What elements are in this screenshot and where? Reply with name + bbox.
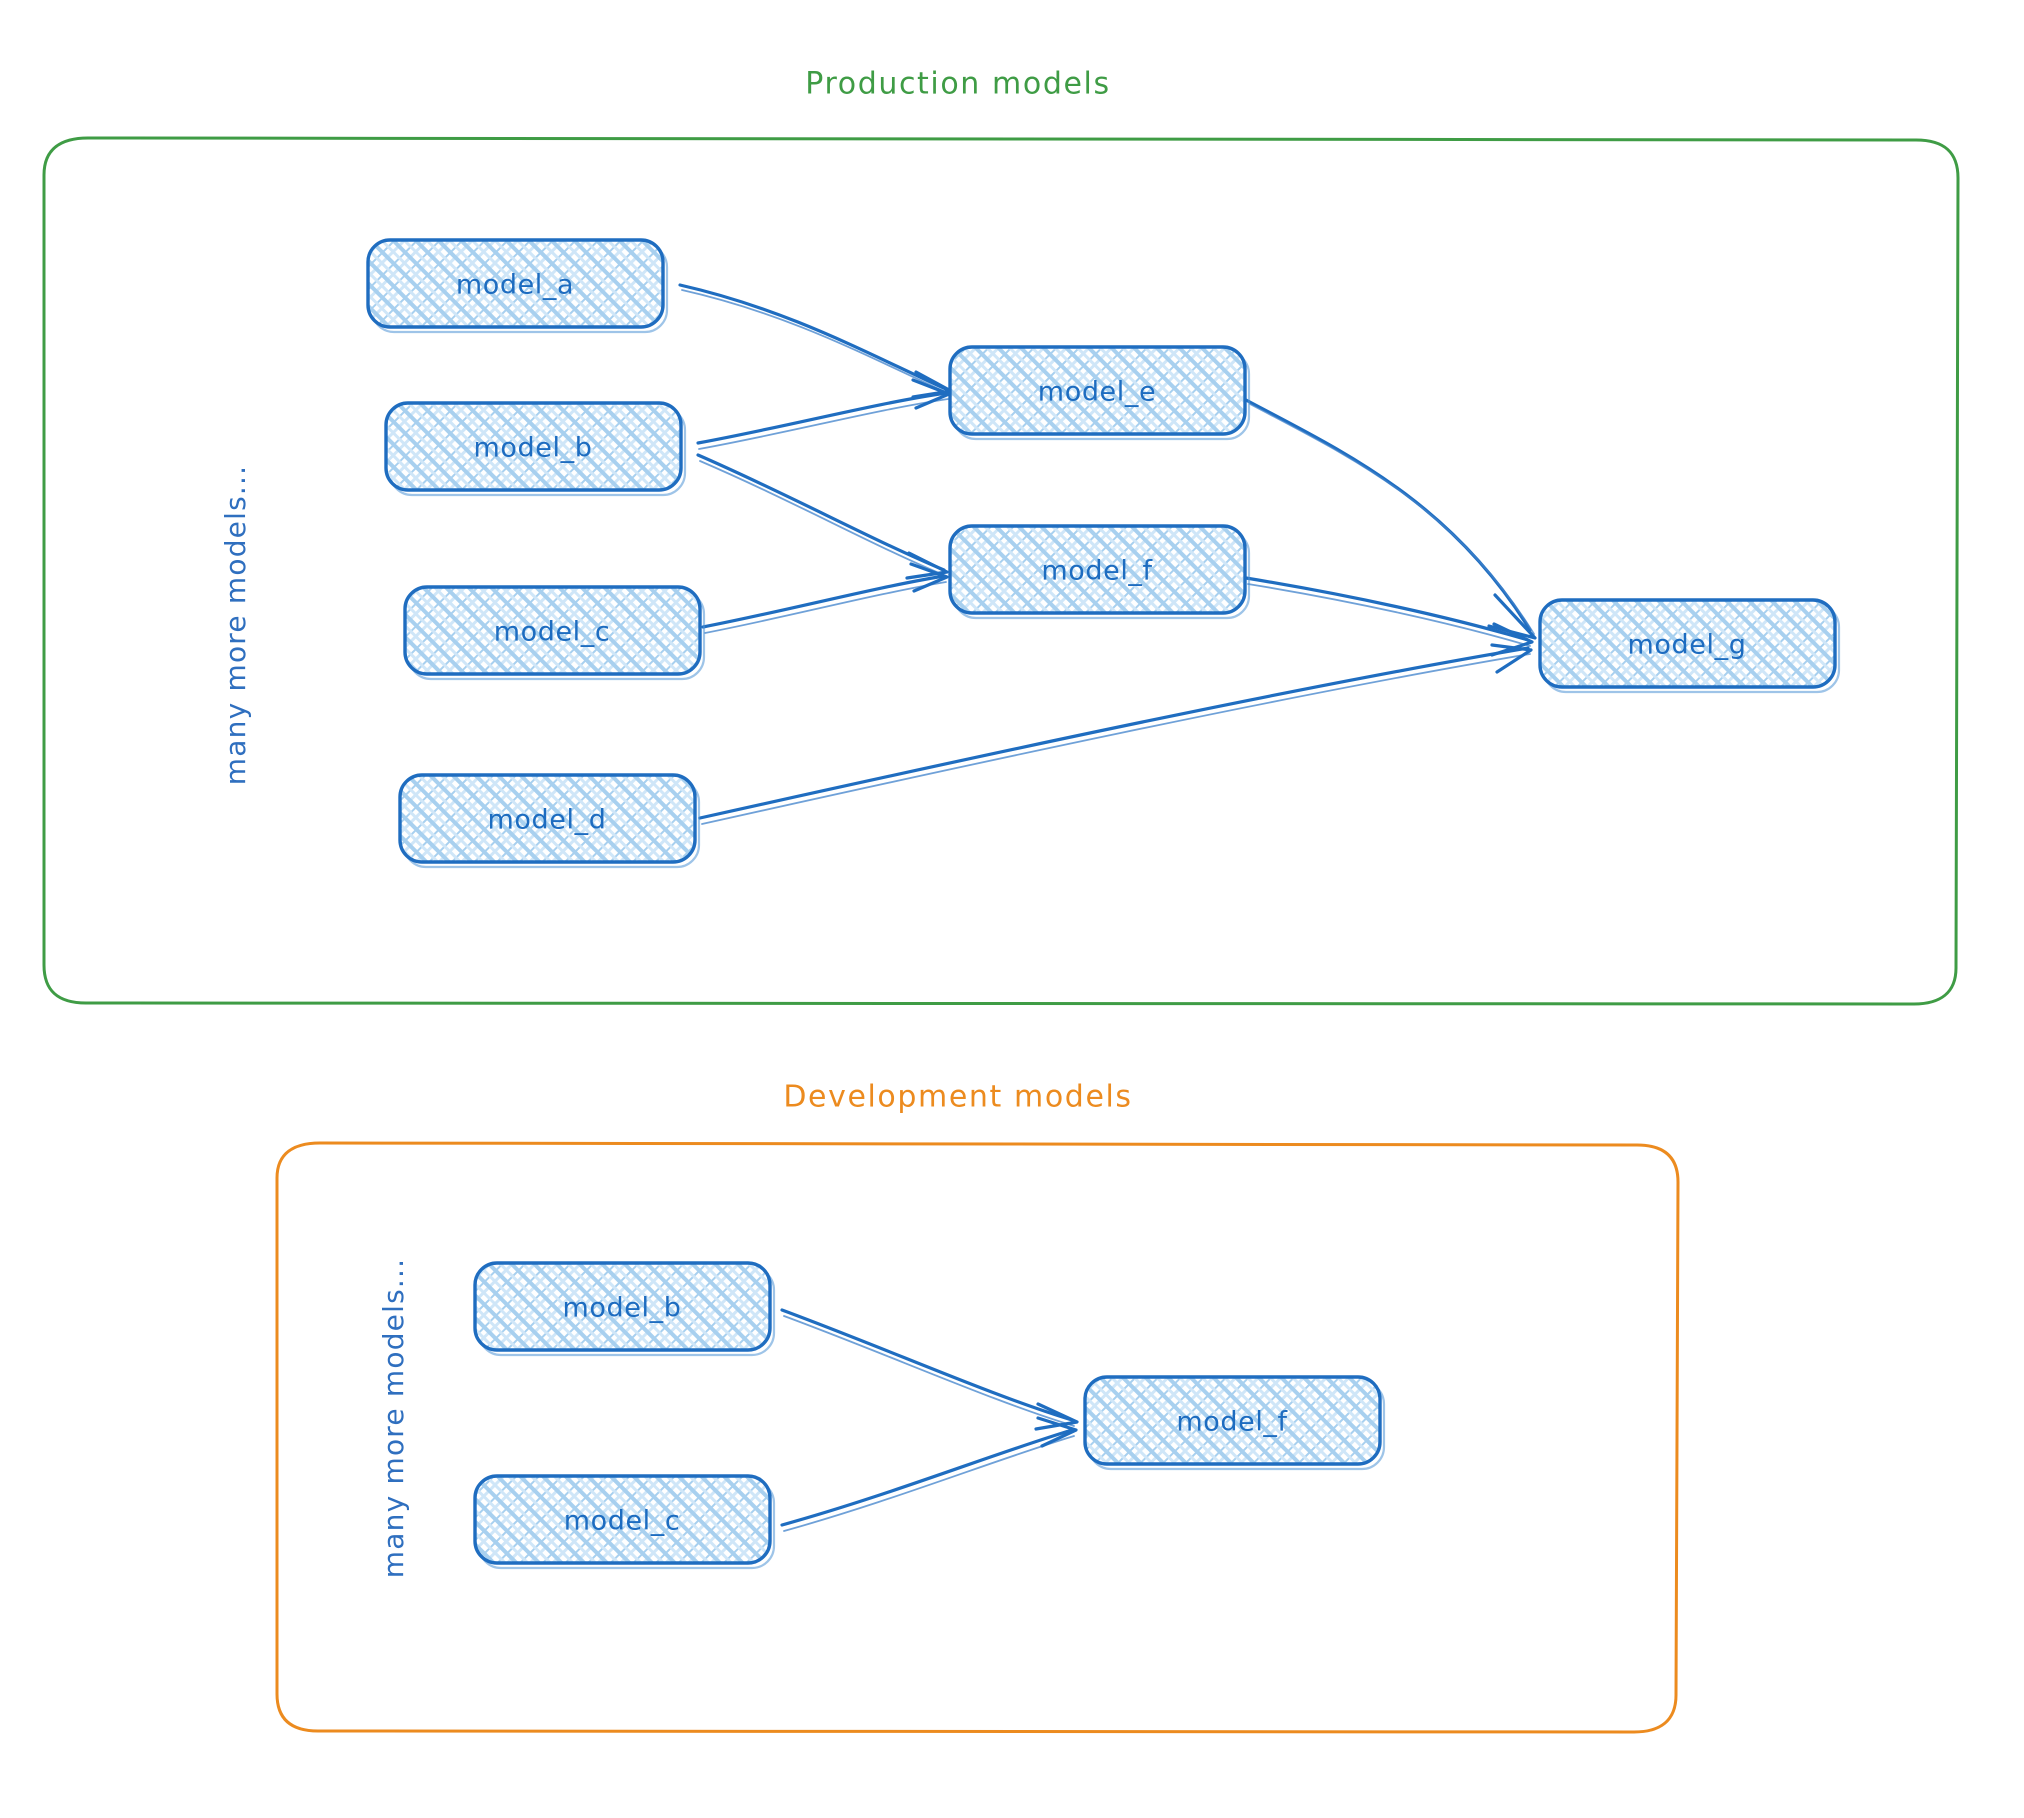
node-dev-model-b-label: model_b	[563, 1293, 682, 1324]
development-nodes: model_b model_c model_f	[473, 1261, 1386, 1570]
node-model-e[interactable]: model_e	[948, 345, 1251, 441]
production-nodes: model_a model_b model_c model_d mode	[366, 238, 1841, 869]
node-dev-model-f[interactable]: model_f	[1083, 1375, 1386, 1471]
production-group-title: Production models	[805, 67, 1110, 102]
production-edges	[678, 283, 1537, 825]
node-model-f-label: model_f	[1041, 556, 1153, 587]
edge-dev-model-b-to-model-f	[780, 1308, 1079, 1431]
development-edges	[780, 1308, 1079, 1532]
node-model-e-label: model_e	[1038, 377, 1156, 408]
node-dev-model-c-label: model_c	[564, 1506, 681, 1537]
edge-dev-model-c-to-model-f	[780, 1416, 1078, 1532]
production-container-border	[42, 136, 1960, 1006]
node-dev-model-c[interactable]: model_c	[473, 1474, 776, 1570]
production-side-label: many more models...	[219, 465, 252, 785]
development-side-label: many more models...	[377, 1258, 410, 1578]
edge-model-c-to-model-f	[701, 562, 949, 634]
edge-model-e-to-model-g	[1244, 398, 1537, 640]
edge-model-f-to-model-g	[1244, 576, 1534, 657]
node-dev-model-b[interactable]: model_b	[473, 1261, 776, 1357]
development-container-border	[275, 1141, 1680, 1734]
node-model-g-label: model_g	[1628, 630, 1747, 661]
node-model-b[interactable]: model_b	[384, 401, 687, 497]
node-model-f[interactable]: model_f	[948, 524, 1251, 620]
node-model-c-label: model_c	[494, 617, 611, 648]
node-model-b-label: model_b	[474, 433, 593, 464]
production-group: Production models many more models...	[42, 67, 1960, 1006]
development-group-title: Development models	[783, 1080, 1132, 1115]
node-model-g[interactable]: model_g	[1538, 598, 1841, 694]
node-model-c[interactable]: model_c	[403, 585, 706, 681]
edge-model-a-to-model-e	[678, 283, 953, 399]
node-dev-model-f-label: model_f	[1176, 1407, 1288, 1438]
edge-model-b-to-model-f	[696, 453, 949, 580]
edge-model-b-to-model-e	[696, 378, 951, 450]
node-model-a[interactable]: model_a	[366, 238, 669, 334]
edge-model-d-to-model-g	[698, 643, 1533, 825]
development-group: Development models many more models...	[275, 1080, 1680, 1734]
node-model-a-label: model_a	[456, 270, 574, 301]
node-model-d-label: model_d	[488, 805, 607, 836]
node-model-d[interactable]: model_d	[398, 773, 701, 869]
